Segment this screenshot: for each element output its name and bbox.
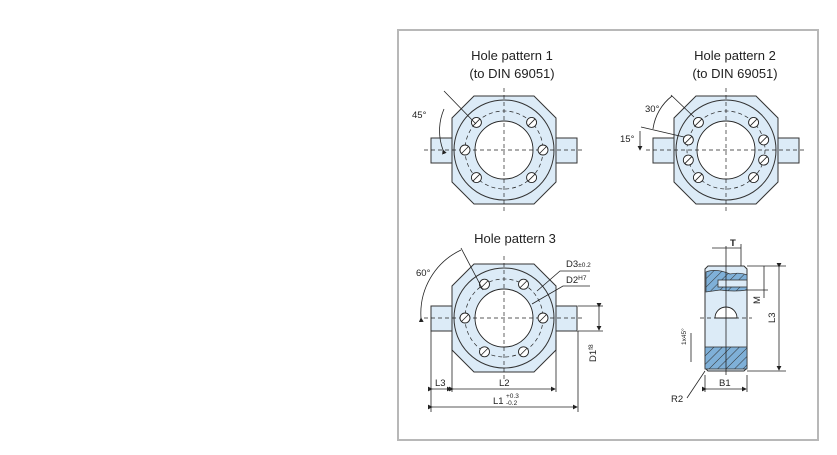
t-label: T (730, 238, 736, 249)
bolt-hole-mark (461, 146, 469, 154)
angle-leader-3 (460, 247, 484, 291)
bolt-hole-mark (461, 314, 469, 322)
l1-label: L1 (493, 396, 504, 407)
bolt-hole-mark (480, 280, 489, 289)
pattern-1-title: Hole pattern 1 (471, 48, 553, 63)
side-view (700, 246, 752, 375)
bolt-hole-mark (759, 136, 768, 144)
bolt-hole-mark (749, 118, 758, 127)
pattern-1-subtitle: (to DIN 69051) (469, 66, 554, 81)
angle-15-label: 15° (620, 134, 635, 145)
bolt-hole-mark (539, 314, 547, 322)
bolt-hole-mark (759, 156, 768, 164)
b1-label: B1 (719, 378, 731, 389)
angle-arc-2a (652, 95, 673, 130)
l1-tol-upper: +0.3 (506, 393, 519, 400)
angle-leader-2a (670, 94, 695, 118)
angle-arc-1 (439, 108, 447, 155)
d2-label: D2H7 (566, 275, 587, 286)
chamfer-label: 1x45° (680, 328, 688, 345)
r2-leader (686, 370, 706, 399)
pattern-2-title: Hole pattern 2 (694, 48, 776, 63)
l2-label: L2 (499, 378, 510, 389)
bolt-hole-mark (472, 118, 481, 127)
m-label: M (752, 296, 763, 304)
l1-tol-lower: -0.2 (506, 400, 518, 407)
bolt-hole-mark (694, 118, 703, 127)
angle-45-label: 45° (412, 110, 427, 121)
l3-label: L3 (435, 378, 446, 389)
d3-leader (536, 270, 590, 292)
bolt-hole-mark (527, 118, 536, 127)
bolt-hole-mark (694, 173, 703, 182)
angle-leader-1 (443, 90, 477, 125)
hole-pattern-2-view (646, 88, 806, 212)
drawing-frame (397, 29, 819, 441)
d2-leader (531, 285, 590, 305)
pattern-2-subtitle: (to DIN 69051) (692, 66, 777, 81)
angle-60-label: 60° (416, 268, 431, 279)
bolt-hole-mark (749, 173, 758, 182)
bolt-hole-mark (472, 173, 481, 182)
l3-side-label: L3 (767, 312, 778, 323)
bolt-hole-mark (684, 156, 693, 164)
hole-pattern-3-view (424, 256, 584, 380)
angle-arc-3 (418, 249, 462, 323)
r2-label: R2 (671, 394, 683, 405)
hole-pattern-1-view (424, 88, 584, 212)
bolt-hole-mark (527, 173, 536, 182)
angle-30-label: 30° (645, 104, 660, 115)
bolt-hole-mark (519, 280, 528, 289)
d3-label: D3±0.2 (566, 259, 591, 270)
bolt-hole-mark (480, 347, 489, 356)
pattern-3-title: Hole pattern 3 (474, 231, 556, 246)
bolt-hole-mark (539, 146, 547, 154)
bolt-hole-mark (684, 136, 693, 144)
d1-label: D1f8 (588, 344, 599, 362)
angle-leader-2b (640, 126, 685, 138)
bolt-hole-mark (519, 347, 528, 356)
